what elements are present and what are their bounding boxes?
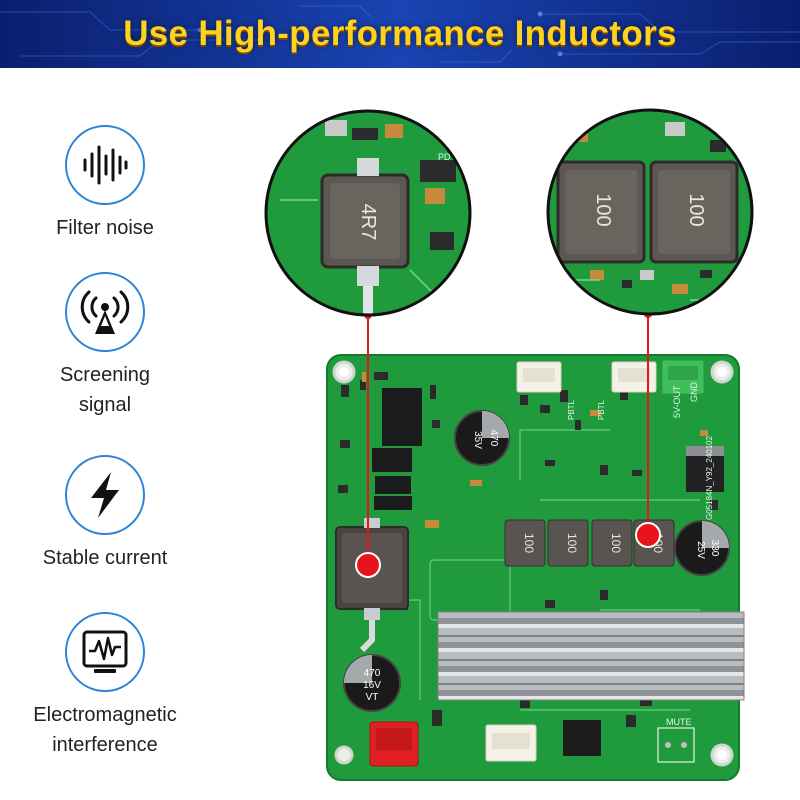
silk-pbtl: PBTL xyxy=(567,399,576,420)
feature-label: Electromagnetic interference xyxy=(20,700,190,760)
feature-label-line: Electromagnetic xyxy=(33,704,177,726)
silk-mute: MUTE xyxy=(666,717,692,727)
silk-pbtl: PBTL xyxy=(597,399,606,420)
feature-electromagnetic-interference: Electromagnetic interference xyxy=(20,612,190,760)
feature-filter-noise: Filter noise xyxy=(20,125,190,243)
inductor-marking-100: 100 xyxy=(685,193,707,226)
feature-label-line: interference xyxy=(52,734,158,756)
cap-label: 35V xyxy=(472,431,483,449)
signal-tower-icon xyxy=(65,272,145,352)
feature-label-line: Filter noise xyxy=(56,217,154,239)
capacitor-right: 330 25V xyxy=(674,520,730,576)
cap-label: 16V xyxy=(363,680,381,691)
heatsink xyxy=(437,611,745,701)
zoom-bubble-right: 100 100 xyxy=(546,108,754,316)
mounting-holes xyxy=(332,360,734,767)
inductor-marking: 100 xyxy=(609,533,623,553)
banner-title: Use High-performance Inductors xyxy=(123,14,677,53)
inductor-marking: 100 xyxy=(522,533,536,553)
inductor-marking: 100 xyxy=(565,533,579,553)
silk-gnd: GND xyxy=(689,382,699,403)
cap-label: 470 xyxy=(488,430,499,447)
silk-board-id: G05184N_Y92_240102 xyxy=(705,435,714,520)
feature-label: Screening signal xyxy=(20,360,190,420)
feature-label-line: Screening xyxy=(59,364,151,386)
sound-wave-icon xyxy=(65,125,145,205)
ic-chips xyxy=(372,388,724,756)
marker-dot-left xyxy=(355,552,381,578)
marker-dot-right xyxy=(635,522,661,548)
oscilloscope-monitor-icon xyxy=(65,612,145,692)
capacitor-bottom: 470 16V VT xyxy=(343,654,401,712)
feature-label: Stable current xyxy=(20,543,190,573)
cap-label: 330 xyxy=(709,540,720,557)
zoom-bubble-left: PD 4R7 xyxy=(264,109,472,317)
feature-label-line: signal xyxy=(78,394,132,416)
lightning-bolt-icon xyxy=(65,455,145,535)
cap-label: VT xyxy=(366,692,379,703)
connectors xyxy=(369,359,705,767)
feature-screening-signal: Screening signal xyxy=(20,272,190,420)
feature-label: Filter noise xyxy=(20,213,190,243)
capacitor-top: 470 35V xyxy=(454,410,510,466)
inductor-marking-4r7: 4R7 xyxy=(357,204,379,241)
title-banner: Use High-performance Inductors xyxy=(0,0,800,68)
silk-zoom-text: PD xyxy=(438,152,451,162)
cap-label: 25V xyxy=(695,541,706,559)
cap-label: 470 xyxy=(364,668,381,679)
pcb-board: 470 35V 330 25V 470 16V VT 100 xyxy=(326,354,745,781)
silk-5v-out: 5V-OUT xyxy=(672,385,682,418)
inductor-marking-100: 100 xyxy=(592,193,614,226)
feature-stable-current: Stable current xyxy=(20,455,190,573)
feature-label-line: Stable current xyxy=(42,547,168,569)
circuit-pattern xyxy=(0,5,800,63)
